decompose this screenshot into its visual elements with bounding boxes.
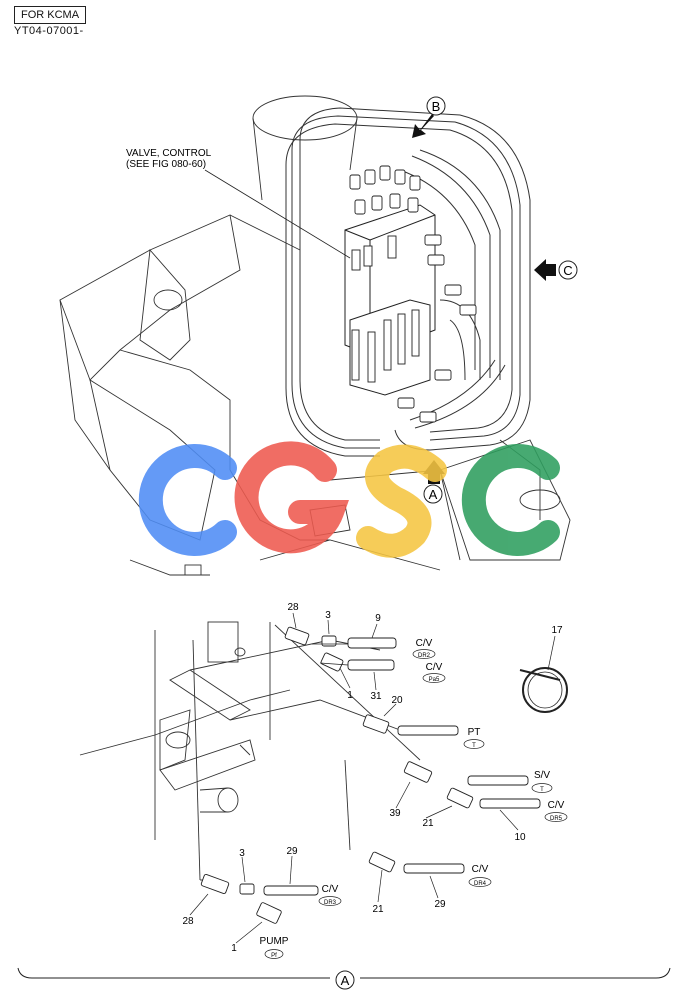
- item-1-top: 1: [347, 690, 353, 701]
- fitting-28-lower: [200, 874, 230, 894]
- clamp-17: [522, 667, 568, 713]
- port-sv-label: S/V: [534, 770, 550, 781]
- hose-31: [347, 659, 395, 671]
- port-pump-tag: Pf: [271, 953, 277, 959]
- marker-c-label: C: [563, 263, 572, 278]
- item-29-left: 29: [286, 846, 298, 857]
- item-1-lower: 1: [231, 943, 237, 954]
- port-sv-tag: T: [540, 787, 544, 793]
- port-cv-dr5-label: C/V: [548, 800, 565, 811]
- port-cv-dr2: C/V DR2: [412, 638, 436, 659]
- fitting-3-lower: [239, 883, 255, 895]
- port-cv-dr3-label: C/V: [322, 884, 339, 895]
- item-numbers: 28 3 9 1 31 20 17 39 21 10 21 29 29 3 28…: [182, 602, 563, 954]
- port-cv-dr4: C/V DR4: [468, 864, 492, 887]
- item-20: 20: [391, 695, 403, 706]
- port-cv-dr5-tag: DR5: [550, 816, 563, 822]
- valve-leader-line: [204, 169, 351, 259]
- valve-callout-line1: VALVE, CONTROL: [126, 148, 212, 159]
- item-29-lower: 29: [434, 899, 446, 910]
- marker-b-label: B: [432, 99, 441, 114]
- hose-9: [347, 637, 397, 649]
- item-10: 10: [514, 832, 526, 843]
- view-a-label: A: [341, 973, 350, 988]
- item-28-lower: 28: [182, 916, 194, 927]
- detail-leaders: [189, 612, 556, 944]
- hose-bundle: [285, 107, 531, 457]
- hose-29-lower: [403, 863, 465, 874]
- view-a-bracket: [17, 967, 671, 990]
- marker-b: B: [412, 96, 446, 138]
- port-cv-dr4-label: C/V: [472, 864, 489, 875]
- fitting-3-top: [321, 635, 337, 647]
- port-cv-dr3-tag: DR3: [324, 900, 337, 906]
- hose-10: [479, 798, 541, 809]
- applicability-box: FOR KCMA: [14, 6, 86, 24]
- item-28-top: 28: [287, 602, 299, 613]
- machine-frame-top: [59, 95, 571, 576]
- port-cv-dr3: C/V DR3: [318, 884, 342, 906]
- item-17: 17: [551, 625, 563, 636]
- port-labels: C/V DR2 C/V Pa5 PT T S/V T C/V: [260, 638, 568, 959]
- port-cv-pa5-tag: Pa5: [429, 677, 440, 683]
- watermark-letter-g: [234, 441, 350, 554]
- control-valve: [344, 165, 477, 423]
- fitting-21-lower: [368, 851, 396, 873]
- item-21-lower: 21: [372, 904, 384, 915]
- port-cv-dr2-tag: DR2: [418, 653, 431, 659]
- port-pump-pf: PUMP Pf: [260, 936, 289, 959]
- frame-detail: [79, 621, 421, 881]
- fitting-1-lower: [256, 902, 282, 924]
- marker-a-top-label: A: [429, 487, 438, 502]
- item-21-right: 21: [422, 818, 434, 829]
- port-cv-dr4-tag: DR4: [474, 881, 487, 887]
- port-pump-label: PUMP: [260, 936, 289, 947]
- port-pt-tag: T: [472, 743, 476, 749]
- arrow-b-icon: [412, 114, 434, 138]
- port-cv-pa5: C/V Pa5: [422, 662, 446, 683]
- watermark: [138, 441, 560, 558]
- port-cv-dr2-label: C/V: [416, 638, 433, 649]
- hose-pt: [397, 725, 459, 736]
- valve-callout-line2: (SEE FIG 080-60): [126, 159, 206, 170]
- hose-sv: [467, 775, 529, 786]
- port-sv-t: S/V T: [531, 770, 553, 793]
- fitting-21-right: [446, 787, 474, 809]
- fitting-28-top: [284, 626, 310, 646]
- port-pt-label: PT: [468, 727, 481, 738]
- item-3-top: 3: [325, 610, 331, 621]
- figure-code: YT04-07001-: [14, 25, 84, 37]
- hose-29-left: [263, 885, 319, 896]
- port-pt-t: PT T: [463, 727, 485, 749]
- item-3-lower: 3: [239, 848, 245, 859]
- detail-fittings: [200, 626, 568, 924]
- watermark-letter-s: [356, 444, 447, 558]
- fitting-20: [362, 714, 390, 734]
- fitting-39: [403, 761, 433, 783]
- port-cv-pa5-label: C/V: [426, 662, 443, 673]
- marker-c: C: [534, 259, 578, 281]
- item-39: 39: [389, 808, 401, 819]
- item-9: 9: [375, 613, 381, 624]
- item-31: 31: [370, 691, 382, 702]
- port-cv-dr5: C/V DR5: [544, 800, 568, 822]
- fitting-1-top: [320, 652, 344, 672]
- arrow-c-icon: [534, 259, 556, 281]
- watermark-letter-c1: [138, 444, 237, 556]
- watermark-letter-c2: [461, 444, 560, 556]
